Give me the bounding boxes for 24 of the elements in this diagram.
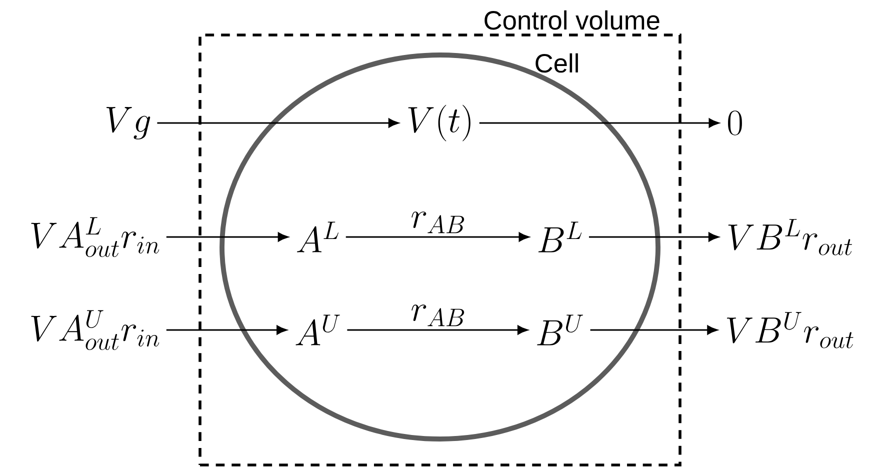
arrow — [588, 232, 719, 242]
arrow — [346, 232, 530, 242]
quantity-label: $VB^Lr_{out}$ — [728, 219, 852, 256]
arrow — [590, 325, 718, 335]
quantity-label: $Vg$ — [106, 107, 150, 140]
quantity-label: $B^U$ — [537, 314, 583, 346]
quantity-label: $VA^L_{out}r_{in}$ — [31, 217, 160, 257]
quantity-label: $A^L$ — [297, 222, 338, 252]
arrow — [166, 232, 288, 242]
arrow — [347, 325, 528, 335]
quantity-label: $VA^U_{out}r_{in}$ — [31, 310, 160, 350]
quantity-label: $0$ — [728, 110, 742, 136]
node-label: Control volume — [484, 10, 660, 30]
cell-ellipse — [220, 52, 660, 442]
quantity-label: $VB^Ur_{out}$ — [727, 312, 854, 348]
cell-label: Cell — [536, 53, 578, 73]
quantity-label: $A^U$ — [296, 314, 340, 346]
edge-label: $r_{AB}$ — [412, 304, 464, 326]
quantity-label: $V(t)$ — [408, 104, 470, 142]
arrow — [479, 118, 720, 128]
arrow — [157, 118, 399, 128]
arrow — [166, 325, 287, 335]
edge-label: $r_{AB}$ — [412, 212, 464, 234]
quantity-label: $B^L$ — [538, 222, 582, 252]
